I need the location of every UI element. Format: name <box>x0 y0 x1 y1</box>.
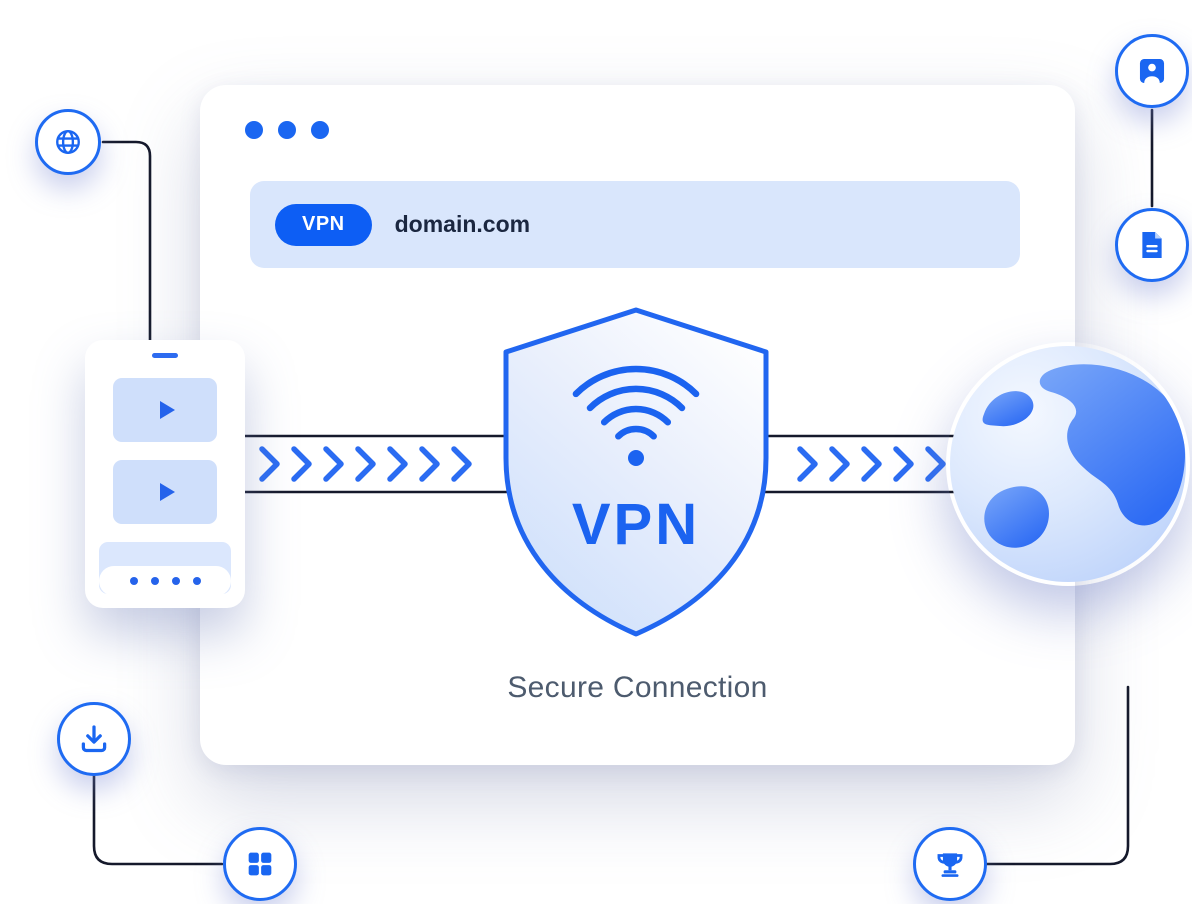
connector-trophy-to-card <box>985 685 1130 866</box>
tunnel-lines <box>224 434 960 494</box>
nav-dot <box>129 577 138 585</box>
video-thumbnail <box>113 378 217 442</box>
website-globe-icon <box>35 109 101 175</box>
play-icon <box>159 401 175 419</box>
shield-label: VPN <box>572 492 700 557</box>
shield-shape <box>503 307 769 637</box>
trophy-icon <box>913 827 987 901</box>
nav-dot <box>171 577 180 585</box>
window-dot <box>278 121 296 139</box>
phone-speaker <box>152 353 178 358</box>
phone-device <box>85 340 245 608</box>
wifi-signal-icon <box>572 365 700 440</box>
nav-dot <box>192 577 201 585</box>
url-text: domain.com <box>394 211 531 237</box>
window-dot <box>311 121 329 139</box>
flow-chevrons-left <box>259 446 472 482</box>
globe-graphic <box>950 346 1186 582</box>
connector-web-to-phone <box>101 140 152 358</box>
vpn-badge: VPN <box>275 203 372 246</box>
vpn-shield: VPN <box>503 307 769 637</box>
window-traffic-dots <box>245 121 329 139</box>
phone-nav-dots <box>99 566 231 596</box>
caption-secure-connection: Secure Connection <box>507 671 768 704</box>
internet-globe <box>946 342 1190 586</box>
play-icon <box>159 483 175 501</box>
document-icon <box>1115 208 1189 282</box>
download-icon <box>57 702 131 776</box>
continents <box>982 364 1186 548</box>
account-icon <box>1115 34 1189 108</box>
window-dot <box>245 121 263 139</box>
nav-dot <box>150 577 159 585</box>
wifi-dot <box>628 450 644 466</box>
apps-grid-icon <box>223 827 297 901</box>
video-thumbnail <box>113 460 217 524</box>
address-bar: VPN domain.com <box>250 181 1020 268</box>
connector-download-to-grid <box>92 774 224 866</box>
flow-chevrons-right <box>797 446 946 482</box>
